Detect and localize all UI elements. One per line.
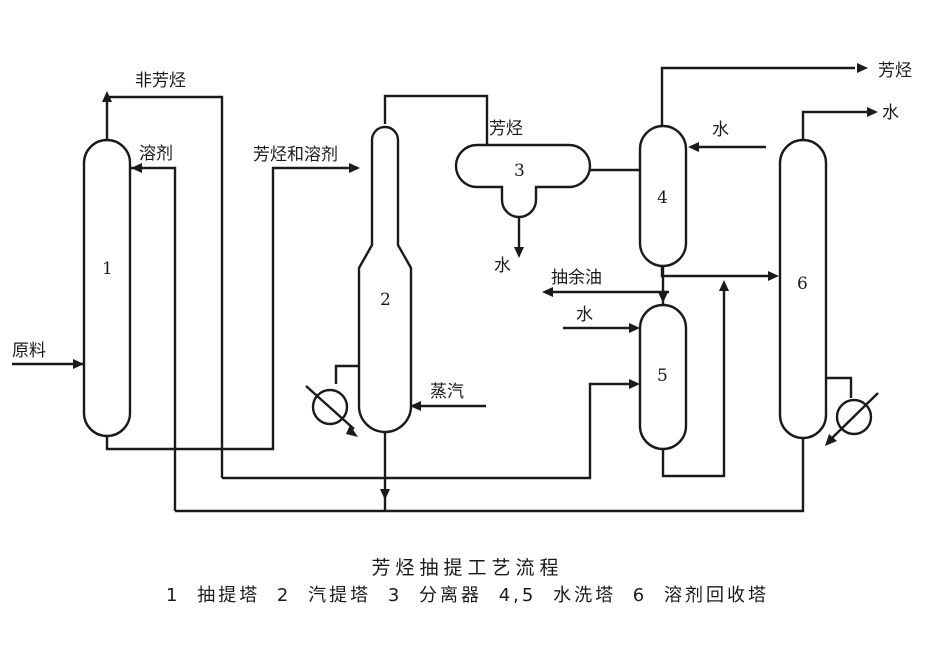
arrow-raffinate bbox=[542, 287, 553, 297]
label-steam: 蒸汽 bbox=[430, 382, 464, 402]
arrow-aromatics-solvent bbox=[349, 163, 360, 173]
arrow-water-in-5 bbox=[629, 323, 640, 333]
label-feed: 原料 bbox=[12, 341, 46, 361]
line-col4-to-col6 bbox=[660, 265, 775, 278]
stream-labels: 非芳烃 溶剂 芳烃和溶剂 芳烃 芳烃 水 水 水 抽余油 水 原料 蒸汽 bbox=[12, 61, 912, 402]
line-solvent-return bbox=[130, 166, 177, 511]
line-col2-overhead bbox=[383, 94, 489, 145]
arrow-steam bbox=[410, 401, 421, 411]
arrow-col2-bottom bbox=[380, 489, 390, 500]
line-col2-to-col5 bbox=[222, 382, 637, 480]
label-solvent: 溶剂 bbox=[139, 144, 173, 164]
caption-title: 芳烃抽提工艺流程 bbox=[371, 557, 564, 579]
flow-diagram: 非芳烃 溶剂 芳烃和溶剂 芳烃 芳烃 水 水 水 抽余油 水 原料 蒸汽 1 2… bbox=[12, 61, 912, 513]
label-raffinate: 抽余油 bbox=[551, 268, 602, 288]
label-aromatics-and-solvent: 芳烃和溶剂 bbox=[253, 145, 338, 165]
unit-number-4: 4 bbox=[657, 188, 668, 208]
unit-numbers: 1 2 3 4 5 6 bbox=[102, 161, 808, 386]
line-non-aromatics bbox=[105, 95, 224, 478]
extraction-column-1 bbox=[82, 138, 132, 438]
water-wash-column-5 bbox=[638, 303, 688, 451]
arrowheads bbox=[73, 63, 878, 500]
line-reboiler6-loop bbox=[826, 376, 853, 398]
arrow-col4-to-col6 bbox=[768, 271, 779, 281]
unit-number-3: 3 bbox=[514, 161, 525, 181]
arrow-reboiler-2 bbox=[346, 425, 358, 437]
reboiler-2-slash bbox=[305, 385, 355, 430]
stripping-column-2 bbox=[357, 125, 413, 434]
vessels bbox=[82, 124, 879, 451]
arrow-reboiler-6 bbox=[825, 434, 837, 446]
caption-legend: 1 抽提塔 2 汽提塔 3 分离器 4,5 水洗塔 6 溶剂回收塔 bbox=[166, 585, 769, 606]
label-water-out-3: 水 bbox=[494, 256, 511, 276]
solvent-recovery-column-6 bbox=[778, 138, 828, 440]
label-aromatics-out: 芳烃 bbox=[878, 61, 912, 81]
label-water-out-6: 水 bbox=[882, 103, 899, 123]
arrow-water-out-6 bbox=[867, 107, 878, 117]
separator-3 bbox=[454, 143, 592, 219]
line-water-out-6 bbox=[801, 110, 868, 140]
label-water-in-5: 水 bbox=[576, 305, 593, 325]
line-aromatics-solvent bbox=[105, 166, 358, 451]
line-reboiler2-loop bbox=[334, 364, 358, 384]
unit-number-2: 2 bbox=[380, 290, 391, 310]
unit-number-5: 5 bbox=[657, 366, 668, 386]
arrow-sep3-water bbox=[514, 247, 524, 258]
process-lines bbox=[12, 66, 868, 513]
unit-number-1: 1 bbox=[102, 259, 113, 279]
reboiler-6-slash bbox=[829, 392, 879, 441]
water-wash-column-4 bbox=[638, 124, 688, 268]
label-aromatics-top: 芳烃 bbox=[489, 119, 523, 139]
arrow-water-in-4 bbox=[688, 142, 699, 152]
arrow-non-aromatics bbox=[102, 91, 112, 102]
arrow-col4-to-col5 bbox=[658, 292, 668, 303]
line-col5-to-col6 bbox=[661, 285, 726, 478]
arrow-col2-to-col5 bbox=[629, 379, 640, 389]
arrow-col5-to-col6 bbox=[719, 280, 729, 291]
line-aromatics-product bbox=[660, 66, 855, 128]
label-water-in-4: 水 bbox=[712, 120, 729, 140]
arrow-aromatics-out bbox=[857, 63, 868, 73]
unit-number-6: 6 bbox=[797, 274, 808, 294]
label-non-aromatics: 非芳烃 bbox=[135, 71, 186, 91]
arrow-feed bbox=[73, 359, 84, 369]
arrow-solvent-in bbox=[131, 163, 142, 173]
